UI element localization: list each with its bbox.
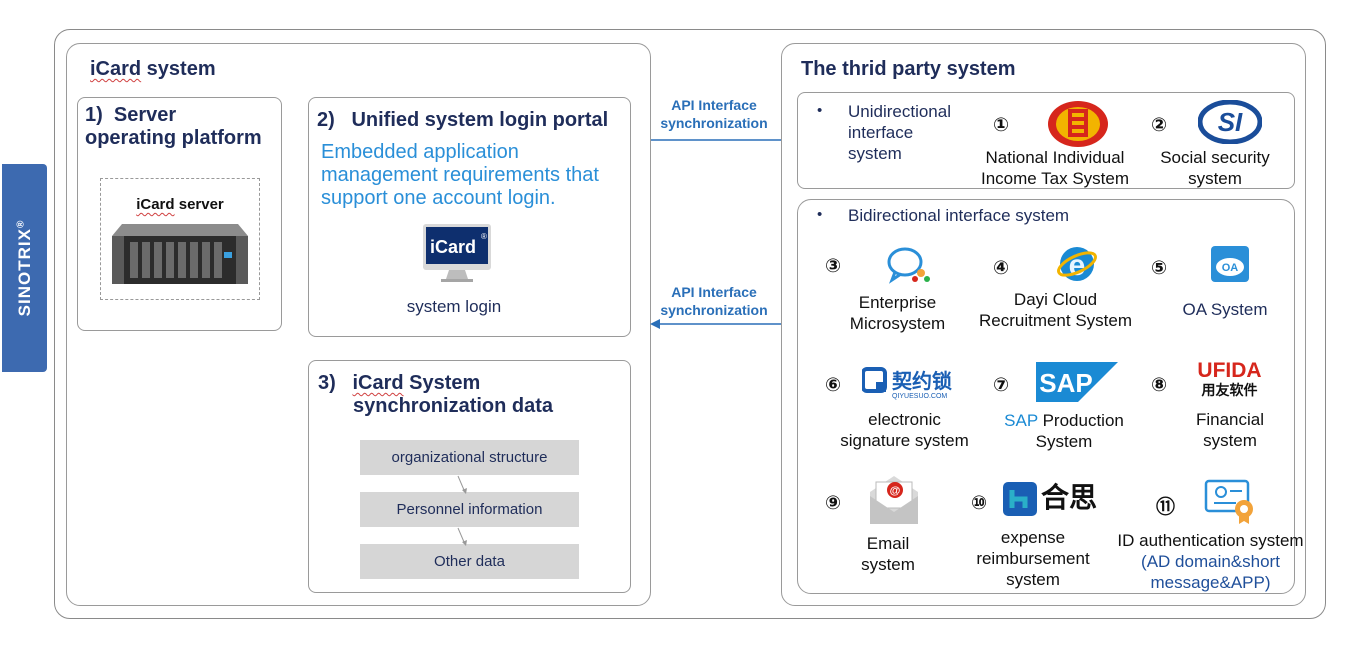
svg-text:OA: OA xyxy=(1222,262,1239,274)
ie-logo-icon: e xyxy=(1057,247,1097,282)
email-envelope-icon: @ xyxy=(870,476,918,524)
login-portal-description: Embedded application management requirem… xyxy=(321,141,599,209)
id-authentication-label: ID authentication system (AD domain&shor… xyxy=(1117,531,1304,592)
sync-flow-arrows xyxy=(457,475,467,546)
bidirectional-arrow xyxy=(650,319,798,329)
svg-text:契约锁: 契约锁 xyxy=(891,369,952,393)
ufida-logo-icon: UFIDA 用友软件 xyxy=(1197,359,1262,400)
icard-server-label: iCard server xyxy=(136,196,224,213)
icard-server-dashed-box xyxy=(100,178,260,300)
oa-cloud-icon: OA xyxy=(1211,246,1249,282)
system-number-8: ⑧ xyxy=(1151,375,1168,396)
sync-item-personnel-information: Personnel information xyxy=(360,492,579,527)
outer-frame xyxy=(54,29,1326,619)
server-platform-box xyxy=(77,97,282,331)
system-number-4: ④ xyxy=(993,258,1010,279)
system-number-9: ⑨ xyxy=(825,493,842,514)
icard-system-title: iCard system xyxy=(90,58,216,80)
sync-item-other-data: Other data xyxy=(360,544,579,579)
svg-text:QIYUESUO.COM: QIYUESUO.COM xyxy=(892,393,947,400)
sap-logo-icon: SAP xyxy=(1036,362,1118,402)
svg-text:®: ® xyxy=(481,232,487,241)
si-logo-icon: SI xyxy=(1198,100,1262,144)
unidirectional-bullet: • xyxy=(817,102,823,119)
system-number-5: ⑤ xyxy=(1151,258,1168,279)
system-number-1: ① xyxy=(993,115,1010,136)
certificate-icon xyxy=(1204,479,1253,524)
sync-item-organizational-structure: organizational structure xyxy=(360,440,579,475)
brand-tab: SINOTRIX® xyxy=(2,164,47,372)
login-portal-title: 2) Unified system login portal xyxy=(317,109,609,131)
server-platform-title: 1) Server operating platform xyxy=(85,104,262,149)
hesi-logo-icon: 合思 xyxy=(1003,480,1107,518)
svg-text:SAP: SAP xyxy=(1039,368,1092,398)
system-number-2: ② xyxy=(1151,115,1168,136)
bidirectional-bullet: • xyxy=(817,206,823,223)
system-number-7: ⑦ xyxy=(993,375,1010,396)
brand-name: SINOTRIX® xyxy=(14,219,34,317)
sync-data-title: 3) iCard System synchronization data xyxy=(318,372,554,417)
svg-text:@: @ xyxy=(890,485,901,497)
rack-server-icon xyxy=(112,224,248,284)
system-number-11: ⑪ xyxy=(1156,497,1176,518)
oa-system-label: OA System xyxy=(1182,300,1268,319)
unidirectional-arrow xyxy=(651,135,799,145)
login-portal-box xyxy=(308,97,631,337)
qiyuesuo-logo-icon: 契约锁 QIYUESUO.COM xyxy=(862,367,952,400)
monitor-icard-text: iCard xyxy=(430,237,476,257)
chat-bubbles-icon xyxy=(887,247,930,284)
bidirectional-label: Bidirectional interface system xyxy=(848,206,1070,225)
system-number-10: ⑩ xyxy=(971,493,988,514)
system-login-caption: system login xyxy=(406,297,502,316)
svg-text:SI: SI xyxy=(1218,107,1243,137)
system-number-6: ⑥ xyxy=(825,375,842,396)
imac-monitor-icon: iCard ® xyxy=(423,224,491,282)
tax-emblem-icon xyxy=(1048,101,1108,147)
third-party-title: The thrid party system xyxy=(801,58,1016,80)
system-number-3: ③ xyxy=(825,256,842,277)
